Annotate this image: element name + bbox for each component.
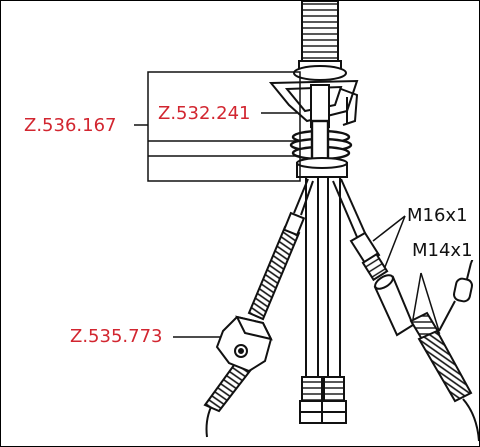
thread-label-m14x1: M14x1 (411, 240, 474, 261)
part-label-z535773: Z.535.773 (69, 326, 164, 347)
leader-lines (134, 71, 440, 338)
fixing-bracket (268, 65, 359, 128)
left-braided-hose (203, 178, 314, 438)
fixing-nut (296, 157, 348, 178)
hose-connector-block (215, 315, 273, 373)
thread-label-m16x1: M16x1 (406, 205, 469, 226)
part-label-z532241: Z.532.241 (157, 103, 252, 124)
part-label-z536167: Z.536.167 (23, 115, 118, 136)
rigid-supply-pipes (299, 176, 347, 424)
right-m16-hose-end (332, 178, 415, 337)
threaded-shank (298, 1, 342, 70)
right-m14-braided-hose (409, 248, 479, 442)
